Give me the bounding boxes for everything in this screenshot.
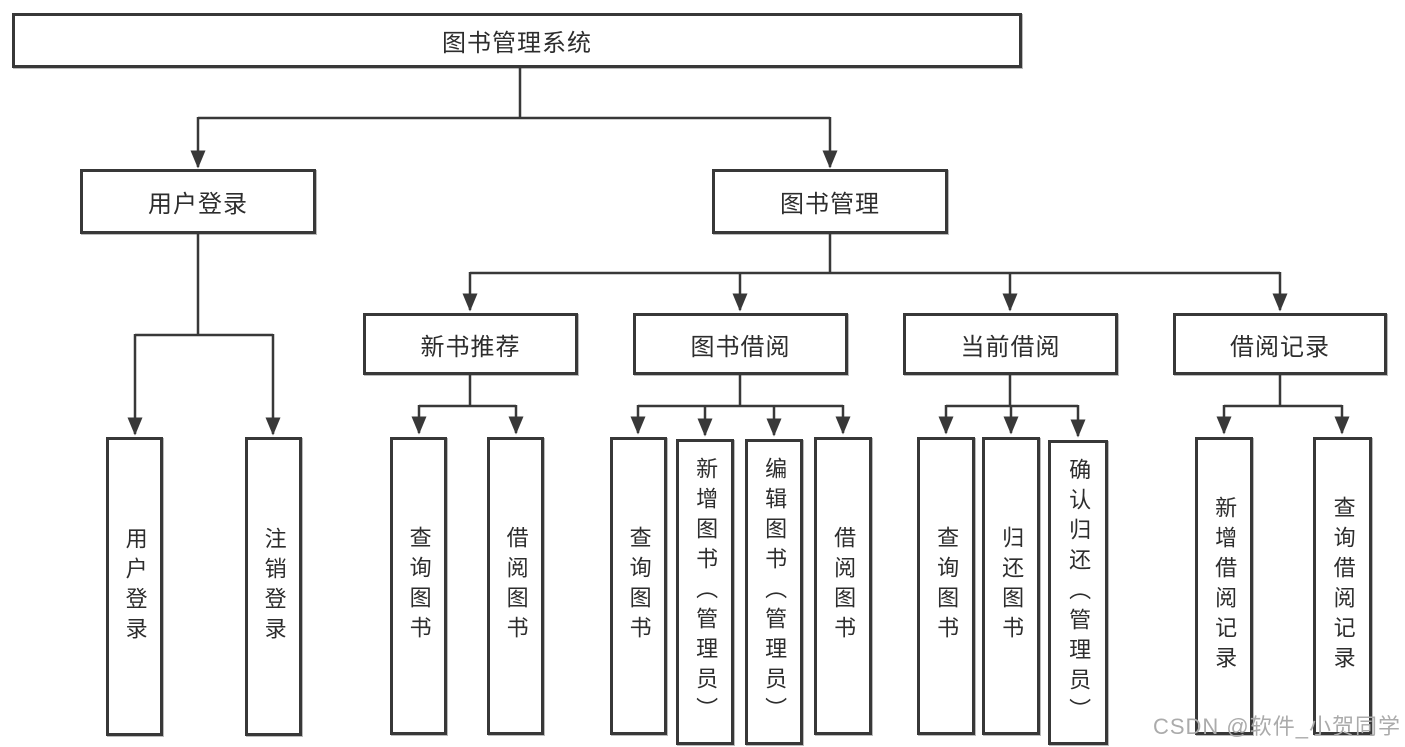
leaf-return-book: 归还图书	[982, 437, 1040, 735]
leaf-logout: 注销登录	[245, 437, 302, 736]
leaf-query-books-current-label: 查询图书	[934, 526, 960, 646]
leaf-edit-book-admin-label: 编辑图书（管理员）	[762, 457, 788, 727]
edge-book-management-to-level3	[462, 234, 1288, 312]
node-book-borrow-label: 图书借阅	[690, 333, 791, 361]
leaf-add-book-admin-label: 新增图书（管理员）	[693, 457, 719, 727]
node-current-borrow-label: 当前借阅	[960, 333, 1061, 361]
leaf-return-book-label: 归还图书	[999, 526, 1025, 646]
csdn-watermark: CSDN @软件_小贺同学	[1152, 714, 1401, 739]
leaf-query-books-recommend: 查询图书	[390, 437, 447, 735]
leaf-borrow-books-label: 借阅图书	[831, 526, 857, 646]
leaf-add-borrow-record: 新增借阅记录	[1195, 437, 1253, 735]
leaf-query-borrow-record: 查询借阅记录	[1313, 437, 1372, 735]
leaf-logout-label: 注销登录	[261, 526, 287, 647]
leaf-edit-book-admin: 编辑图书（管理员）	[745, 439, 803, 745]
edge-current-borrow-to-leaves	[938, 375, 1086, 438]
node-borrow-records-label: 借阅记录	[1230, 333, 1330, 361]
leaf-add-borrow-record-label: 新增借阅记录	[1212, 496, 1238, 676]
leaf-confirm-return-admin: 确认归还（管理员）	[1048, 440, 1108, 745]
leaf-borrow-books-recommend: 借阅图书	[487, 437, 544, 735]
leaf-query-books-recommend-label: 查询图书	[406, 526, 432, 646]
edge-borrow-records-to-leaves	[1216, 375, 1350, 435]
leaf-query-books-borrow: 查询图书	[610, 437, 667, 735]
leaf-confirm-return-admin-label: 确认归还（管理员）	[1066, 457, 1092, 728]
node-root-system-label: 图书管理系统	[442, 30, 592, 57]
node-new-book-recommend: 新书推荐	[363, 313, 578, 375]
node-user-login: 用户登录	[80, 169, 316, 234]
leaf-query-books-borrow-label: 查询图书	[626, 526, 652, 646]
edge-new-book-recommend-to-leaves	[411, 375, 524, 435]
node-book-management: 图书管理	[712, 169, 948, 234]
edge-user-login-to-leaves	[127, 234, 281, 436]
node-current-borrow: 当前借阅	[903, 313, 1118, 375]
edge-root-to-level2	[190, 68, 838, 169]
node-book-management-label: 图书管理	[780, 191, 880, 218]
leaf-add-book-admin: 新增图书（管理员）	[676, 439, 734, 745]
node-root-system: 图书管理系统	[12, 13, 1022, 68]
node-borrow-records: 借阅记录	[1173, 313, 1387, 375]
leaf-user-login: 用户登录	[106, 437, 163, 736]
node-new-book-recommend-label: 新书推荐	[420, 333, 521, 361]
leaf-borrow-books: 借阅图书	[814, 437, 872, 735]
leaf-user-login-label: 用户登录	[122, 526, 148, 647]
node-book-borrow: 图书借阅	[633, 313, 848, 375]
leaf-borrow-books-recommend-label: 借阅图书	[503, 526, 529, 646]
leaf-query-books-current: 查询图书	[917, 437, 975, 735]
edge-book-borrow-to-leaves	[630, 375, 851, 437]
node-user-login-label: 用户登录	[148, 191, 248, 218]
leaf-query-borrow-record-label: 查询借阅记录	[1330, 496, 1356, 676]
